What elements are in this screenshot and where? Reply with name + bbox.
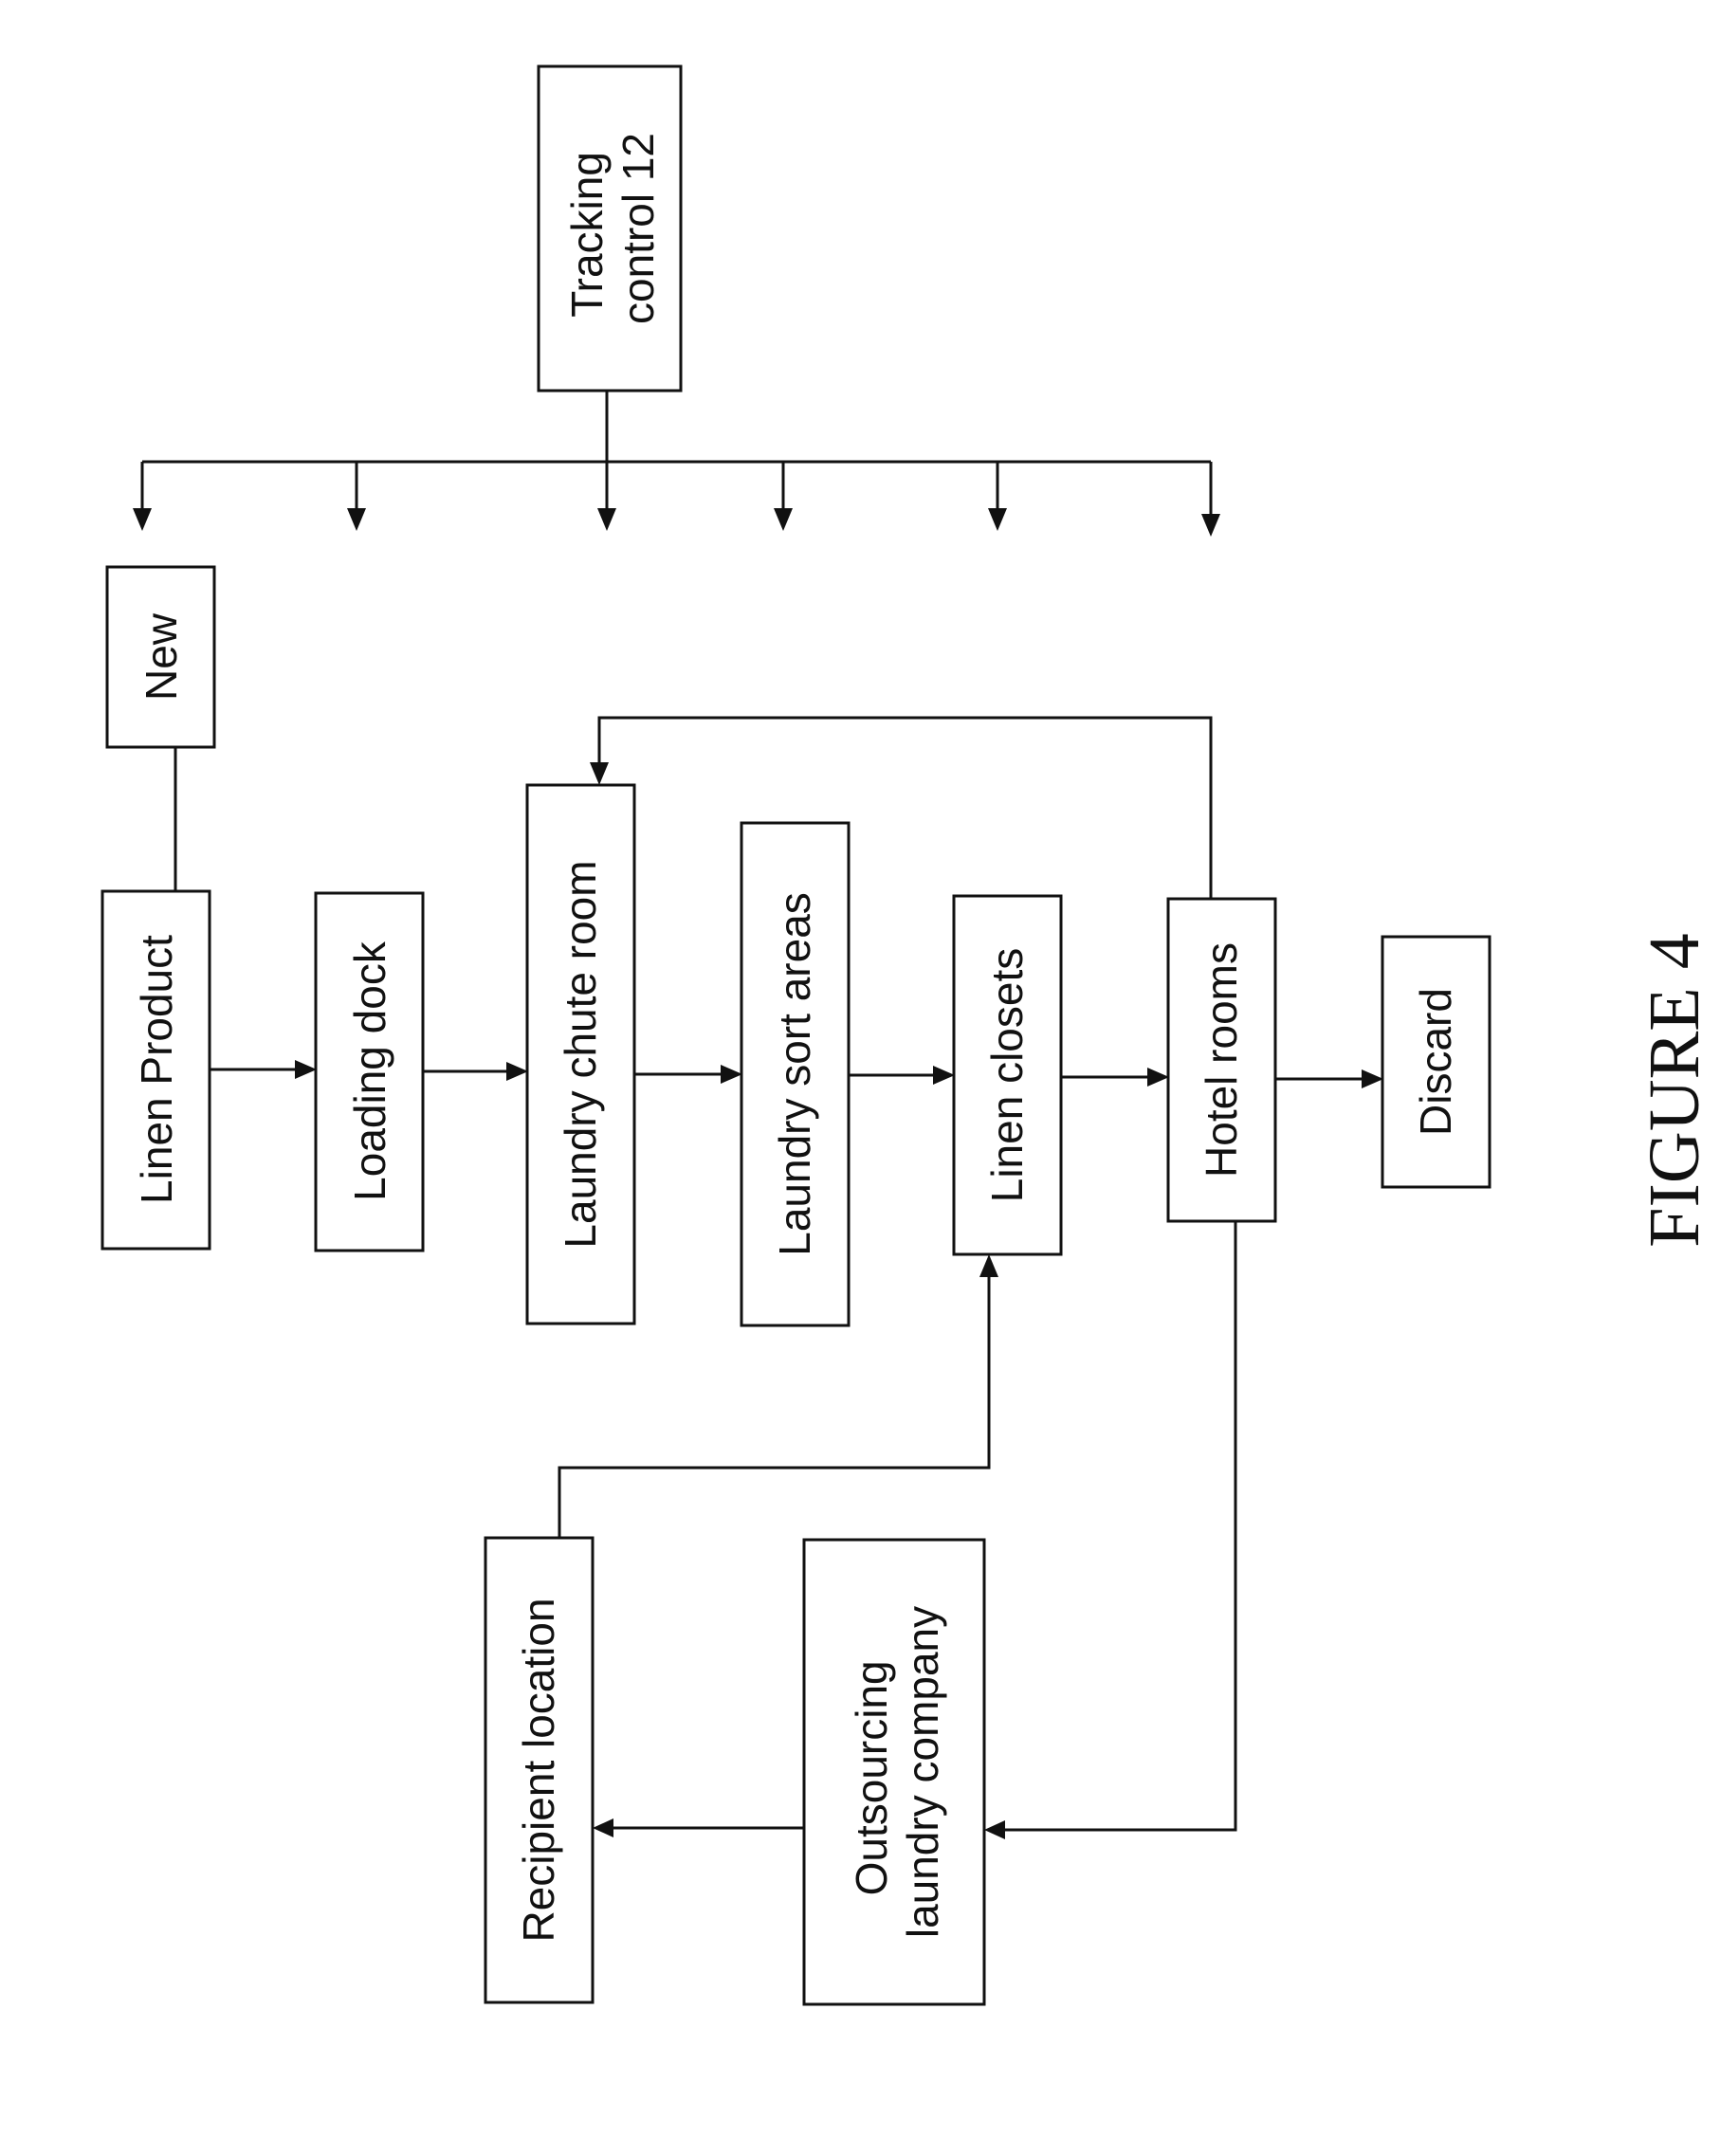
outsourcing-line-2: laundry company: [898, 1606, 947, 1938]
tracking-bus: [133, 391, 1220, 537]
tracking-control-box: Tracking control 12: [539, 66, 681, 391]
tracking-control-line-2: control 12: [613, 133, 663, 324]
recipient-location-box: Recipient location: [485, 1538, 593, 2002]
bus-arrow-5: [988, 508, 1007, 531]
flow-outsourcing-to-recipient: [593, 1818, 804, 1837]
linen-product-box: Linen Product: [102, 891, 210, 1249]
bus-arrow-3: [597, 508, 616, 531]
laundry-chute-room-box: Laundry chute room: [527, 785, 634, 1324]
flow-chute-to-sort: [634, 1065, 742, 1084]
bus-arrow-6: [1201, 514, 1220, 537]
new-label: New: [137, 612, 186, 701]
bus-arrow-4: [774, 508, 793, 531]
flow-hotel-to-chute-loop: [590, 718, 1211, 899]
laundry-sort-areas-label: Laundry sort areas: [770, 892, 819, 1256]
bus-arrow-1: [133, 508, 152, 531]
hotel-rooms-box: Hotel rooms: [1168, 899, 1275, 1221]
new-box: New: [107, 567, 214, 747]
figure-caption: FIGURE 4: [1635, 933, 1714, 1247]
bus-arrow-2: [347, 508, 366, 531]
laundry-sort-areas-box: Laundry sort areas: [741, 823, 849, 1325]
outsourcing-laundry-company-box: Outsourcing laundry company: [804, 1540, 984, 2004]
linen-closets-box: Linen closets: [954, 896, 1061, 1254]
flow-closets-to-hotel: [1061, 1068, 1169, 1087]
tracking-control-line-1: Tracking: [562, 152, 612, 318]
flow-sort-to-closets: [849, 1066, 955, 1085]
flow-linen-to-dock: [210, 1060, 317, 1079]
discard-box: Discard: [1382, 937, 1490, 1187]
linen-product-label: Linen Product: [132, 935, 181, 1204]
outsourcing-line-1: Outsourcing: [847, 1660, 896, 1895]
linen-closets-label: Linen closets: [982, 948, 1032, 1203]
flow-hotel-to-outsourcing: [984, 1221, 1235, 1839]
flow-hotel-to-discard: [1275, 1069, 1383, 1088]
recipient-location-label: Recipient location: [514, 1598, 563, 1942]
flow-dock-to-chute: [423, 1062, 528, 1081]
loading-dock-label: Loading dock: [345, 941, 394, 1201]
laundry-chute-room-label: Laundry chute room: [556, 860, 605, 1248]
loading-dock-box: Loading dock: [316, 893, 423, 1251]
discard-label: Discard: [1411, 988, 1460, 1136]
hotel-rooms-label: Hotel rooms: [1197, 942, 1246, 1178]
